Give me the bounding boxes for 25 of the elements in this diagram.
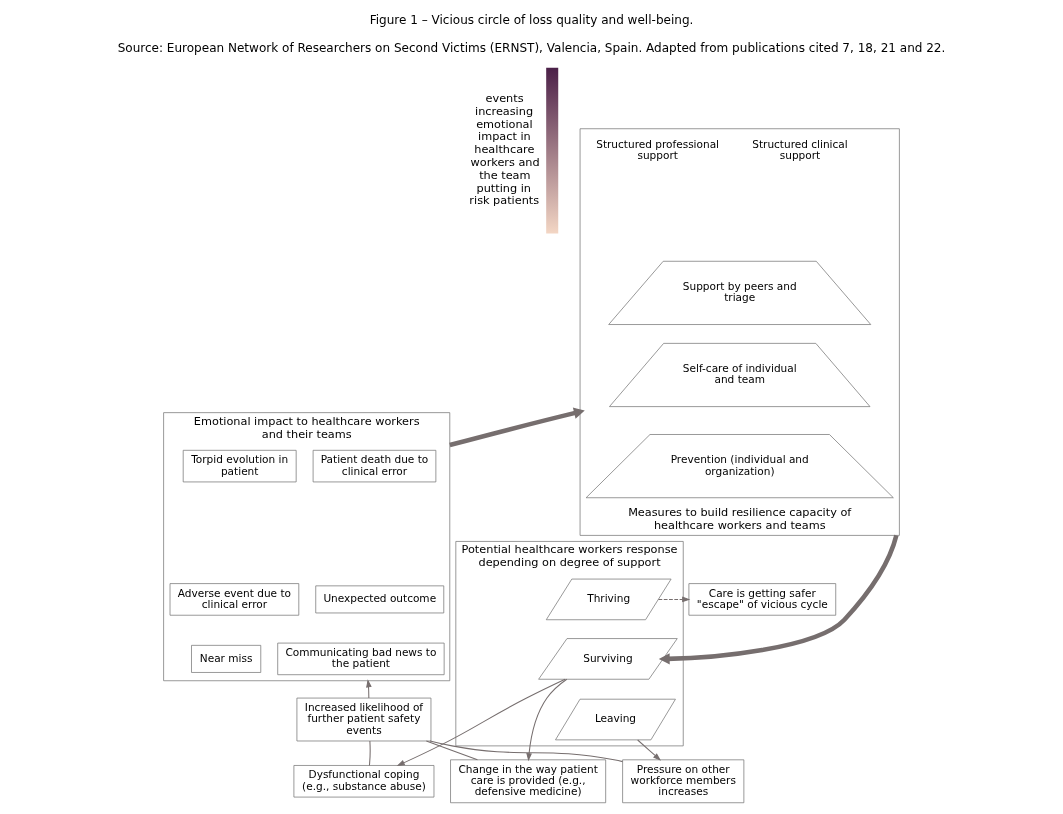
arrow [658, 534, 899, 665]
node-box: Unexpected outcome [315, 585, 445, 614]
node-box: Adverse event due to clinical error [169, 583, 300, 616]
node-text: Structured professional support [596, 137, 720, 162]
node-box: Pressure on other workforce members increases [622, 759, 745, 804]
node-box: Care is getting safer "escape" of vicious cycle [688, 583, 837, 616]
node-box: Increased likelihood of further patient safety events [296, 697, 432, 742]
node-box: Near miss [191, 644, 262, 673]
arrow [449, 407, 585, 448]
diagram-title: Figure 1 – Vicious circle of loss quality and well-being. [369, 12, 694, 27]
node-box: Patient death due to clinical error [312, 449, 437, 483]
node-box: Communicating bad news to the patient [277, 642, 445, 676]
node-text: Structured clinical support [752, 137, 848, 162]
arrow [396, 678, 566, 767]
connector [368, 740, 371, 766]
node-box: Change in the way patient care is provided (e.g., defensive medicine) [450, 759, 607, 804]
arrow [526, 678, 568, 762]
node-box: Dysfunctional coping (e.g., substance abuse) [293, 765, 435, 798]
label: events increasing emotional impact in healthcare workers and the team putting in risk patients [469, 92, 540, 208]
connector [425, 740, 478, 761]
connector [429, 740, 624, 763]
node-box: Torpid evolution in patient [182, 449, 297, 483]
caption: Source: European Network of Researchers on Second Victims (ERNST), Valencia, Spain. Adapted from publications cited 7, 18, 21 and 22. [117, 40, 946, 55]
arrow [657, 596, 691, 603]
arrow [637, 739, 662, 761]
